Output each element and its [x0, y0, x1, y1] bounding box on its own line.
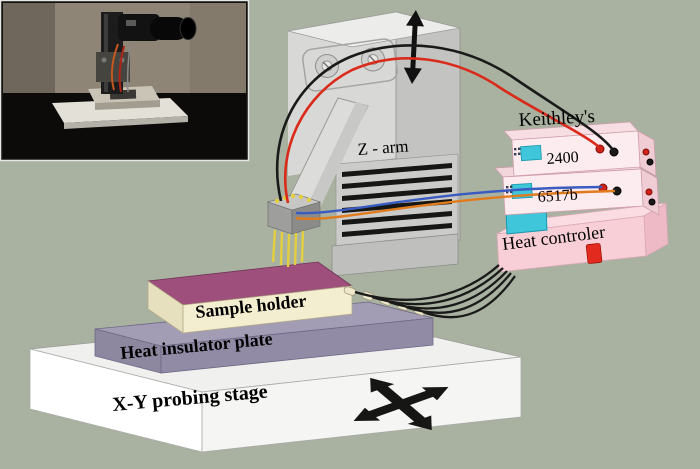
sample-holder-front-face — [182, 285, 353, 334]
label-keithley-2400: 2400 — [546, 149, 579, 168]
vent-slat — [342, 223, 452, 237]
binding-post-black — [646, 158, 654, 166]
heater-cable — [388, 270, 508, 310]
stage-front-right-face — [201, 356, 522, 453]
vent-slat — [342, 211, 452, 225]
photo-wire-gray — [126, 45, 131, 93]
arrow-head-ne — [421, 387, 449, 401]
probe-contact — [274, 198, 280, 204]
wire-blue — [295, 185, 603, 215]
photo-wire-red — [118, 45, 125, 93]
photo-base-plate-edge — [64, 116, 188, 129]
probe-pin — [300, 230, 305, 263]
arrow-head-se — [407, 415, 432, 431]
connector-dot — [510, 190, 513, 193]
keithley-2400-unit — [503, 121, 657, 177]
photo-wall-right — [190, 3, 246, 93]
insulator-front-right-face — [160, 317, 434, 374]
photo-screw — [101, 57, 107, 63]
wire-red — [283, 57, 600, 204]
photo-lens-face — [179, 17, 197, 40]
probe-contact — [306, 197, 312, 203]
vent-grille — [335, 153, 459, 247]
arrows-cross — [366, 385, 436, 423]
connector-dot — [506, 186, 509, 189]
binding-post-black — [648, 198, 656, 206]
k2400-display — [520, 144, 542, 162]
connector-dot — [510, 185, 513, 188]
probe-pin — [293, 232, 298, 266]
arm-shade — [308, 102, 368, 208]
k2400-connector-dots — [514, 147, 521, 156]
vent-slat — [342, 199, 452, 213]
heater-cable — [405, 272, 512, 314]
inset-photo — [0, 0, 250, 162]
xy-movement-arrows-icon — [353, 377, 449, 431]
connector-dot — [514, 153, 517, 156]
probe-contact — [290, 193, 296, 199]
arrow-head-sw — [353, 407, 381, 421]
controller-power-button — [585, 243, 603, 264]
heater-cable — [354, 264, 500, 301]
heater-cable — [422, 275, 516, 319]
photo-camera-lens — [150, 17, 188, 40]
heat-controller-unit — [496, 202, 669, 273]
vent-slat — [342, 187, 452, 201]
tower-base — [331, 233, 459, 277]
photo-border — [0, 0, 250, 162]
connector-dot — [514, 148, 517, 151]
z-arrow-head-down — [403, 67, 422, 84]
arrow-head-nw — [370, 377, 395, 393]
photo-sample-stage-edge — [95, 100, 160, 110]
photo-wall-shadow — [3, 3, 55, 93]
probe-pin — [271, 229, 277, 263]
heater-cables — [354, 264, 516, 319]
label-z-arm: Z - arm — [357, 136, 409, 159]
binding-post-red — [645, 188, 653, 196]
probe-contact — [298, 194, 304, 200]
label-keithleys: Keithley's — [518, 106, 595, 131]
wire-black — [275, 44, 615, 202]
z-arm-tower — [287, 10, 461, 277]
k2400-binding-posts — [595, 144, 654, 166]
z-arrow-shaft — [410, 23, 418, 71]
k6517b-connector-dots — [506, 185, 513, 194]
probe-pins — [271, 229, 305, 268]
wire-orange — [295, 189, 616, 221]
vent-slat — [342, 163, 452, 177]
photo-camera-label — [126, 20, 136, 26]
sample-holder — [146, 261, 354, 334]
binding-post-red — [642, 148, 650, 156]
z-axis-arrow-icon — [403, 10, 425, 84]
connector-dot — [518, 152, 521, 155]
connector-dot — [518, 147, 521, 150]
probe-pin — [279, 231, 284, 266]
photo-wire-orange — [110, 43, 119, 91]
probe-pin — [286, 233, 291, 268]
z-arrow-head-up — [406, 10, 425, 27]
connector-dot — [506, 191, 509, 194]
vent-slat — [342, 175, 452, 189]
label-keithley-6517b: 6517b — [537, 187, 578, 206]
